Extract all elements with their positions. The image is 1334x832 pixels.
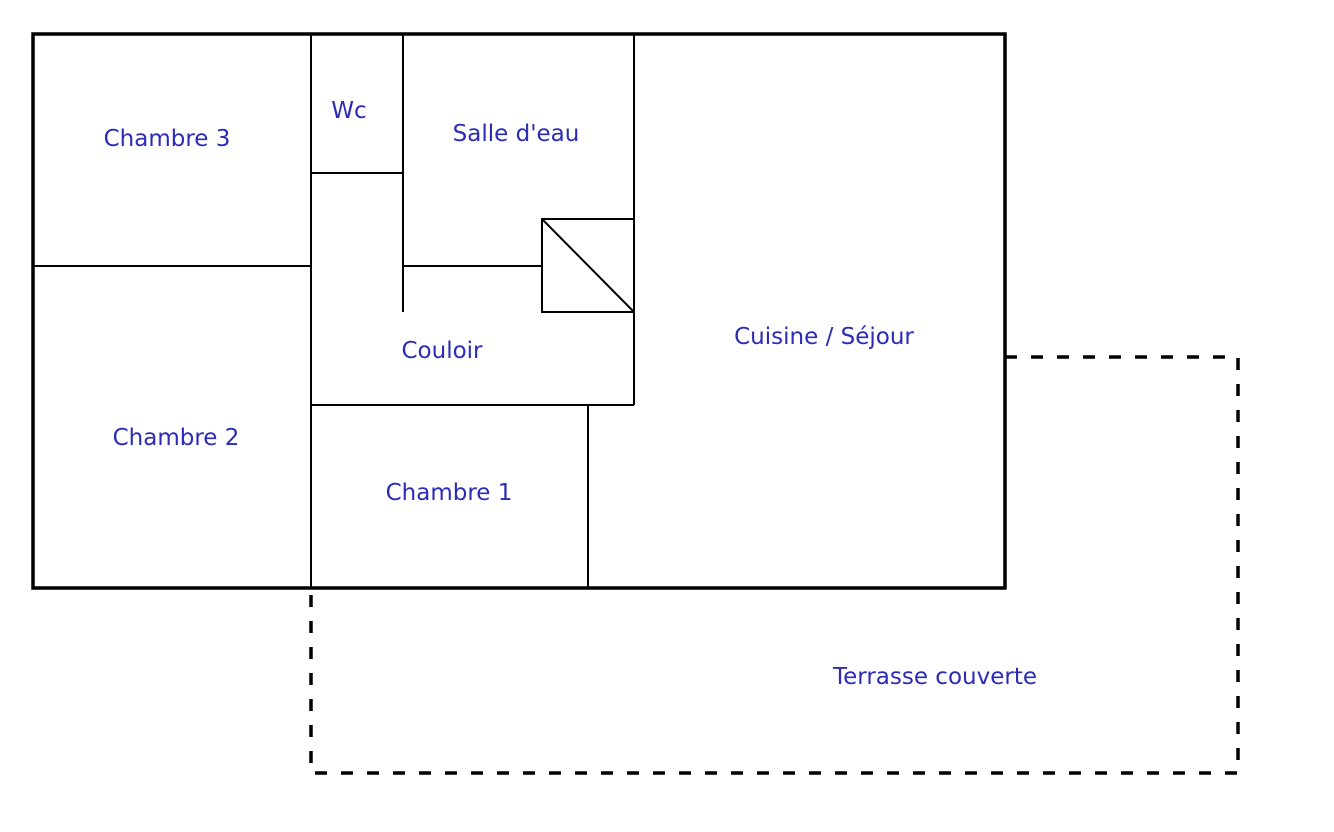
label-chambre-3: Chambre 3 — [104, 126, 231, 152]
label-salle-deau: Salle d'eau — [453, 121, 580, 147]
label-couloir: Couloir — [401, 338, 483, 364]
label-chambre-1: Chambre 1 — [386, 480, 513, 506]
label-cuisine-sejour: Cuisine / Séjour — [734, 324, 914, 350]
label-chambre-2: Chambre 2 — [113, 425, 240, 451]
exterior-wall — [31, 32, 1007, 590]
label-terrasse-couverte: Terrasse couverte — [832, 664, 1037, 690]
shower-symbol — [541, 218, 635, 313]
shower-diagonal — [541, 218, 635, 313]
terrace-outline — [309, 355, 1240, 775]
label-wc: Wc — [331, 98, 366, 124]
